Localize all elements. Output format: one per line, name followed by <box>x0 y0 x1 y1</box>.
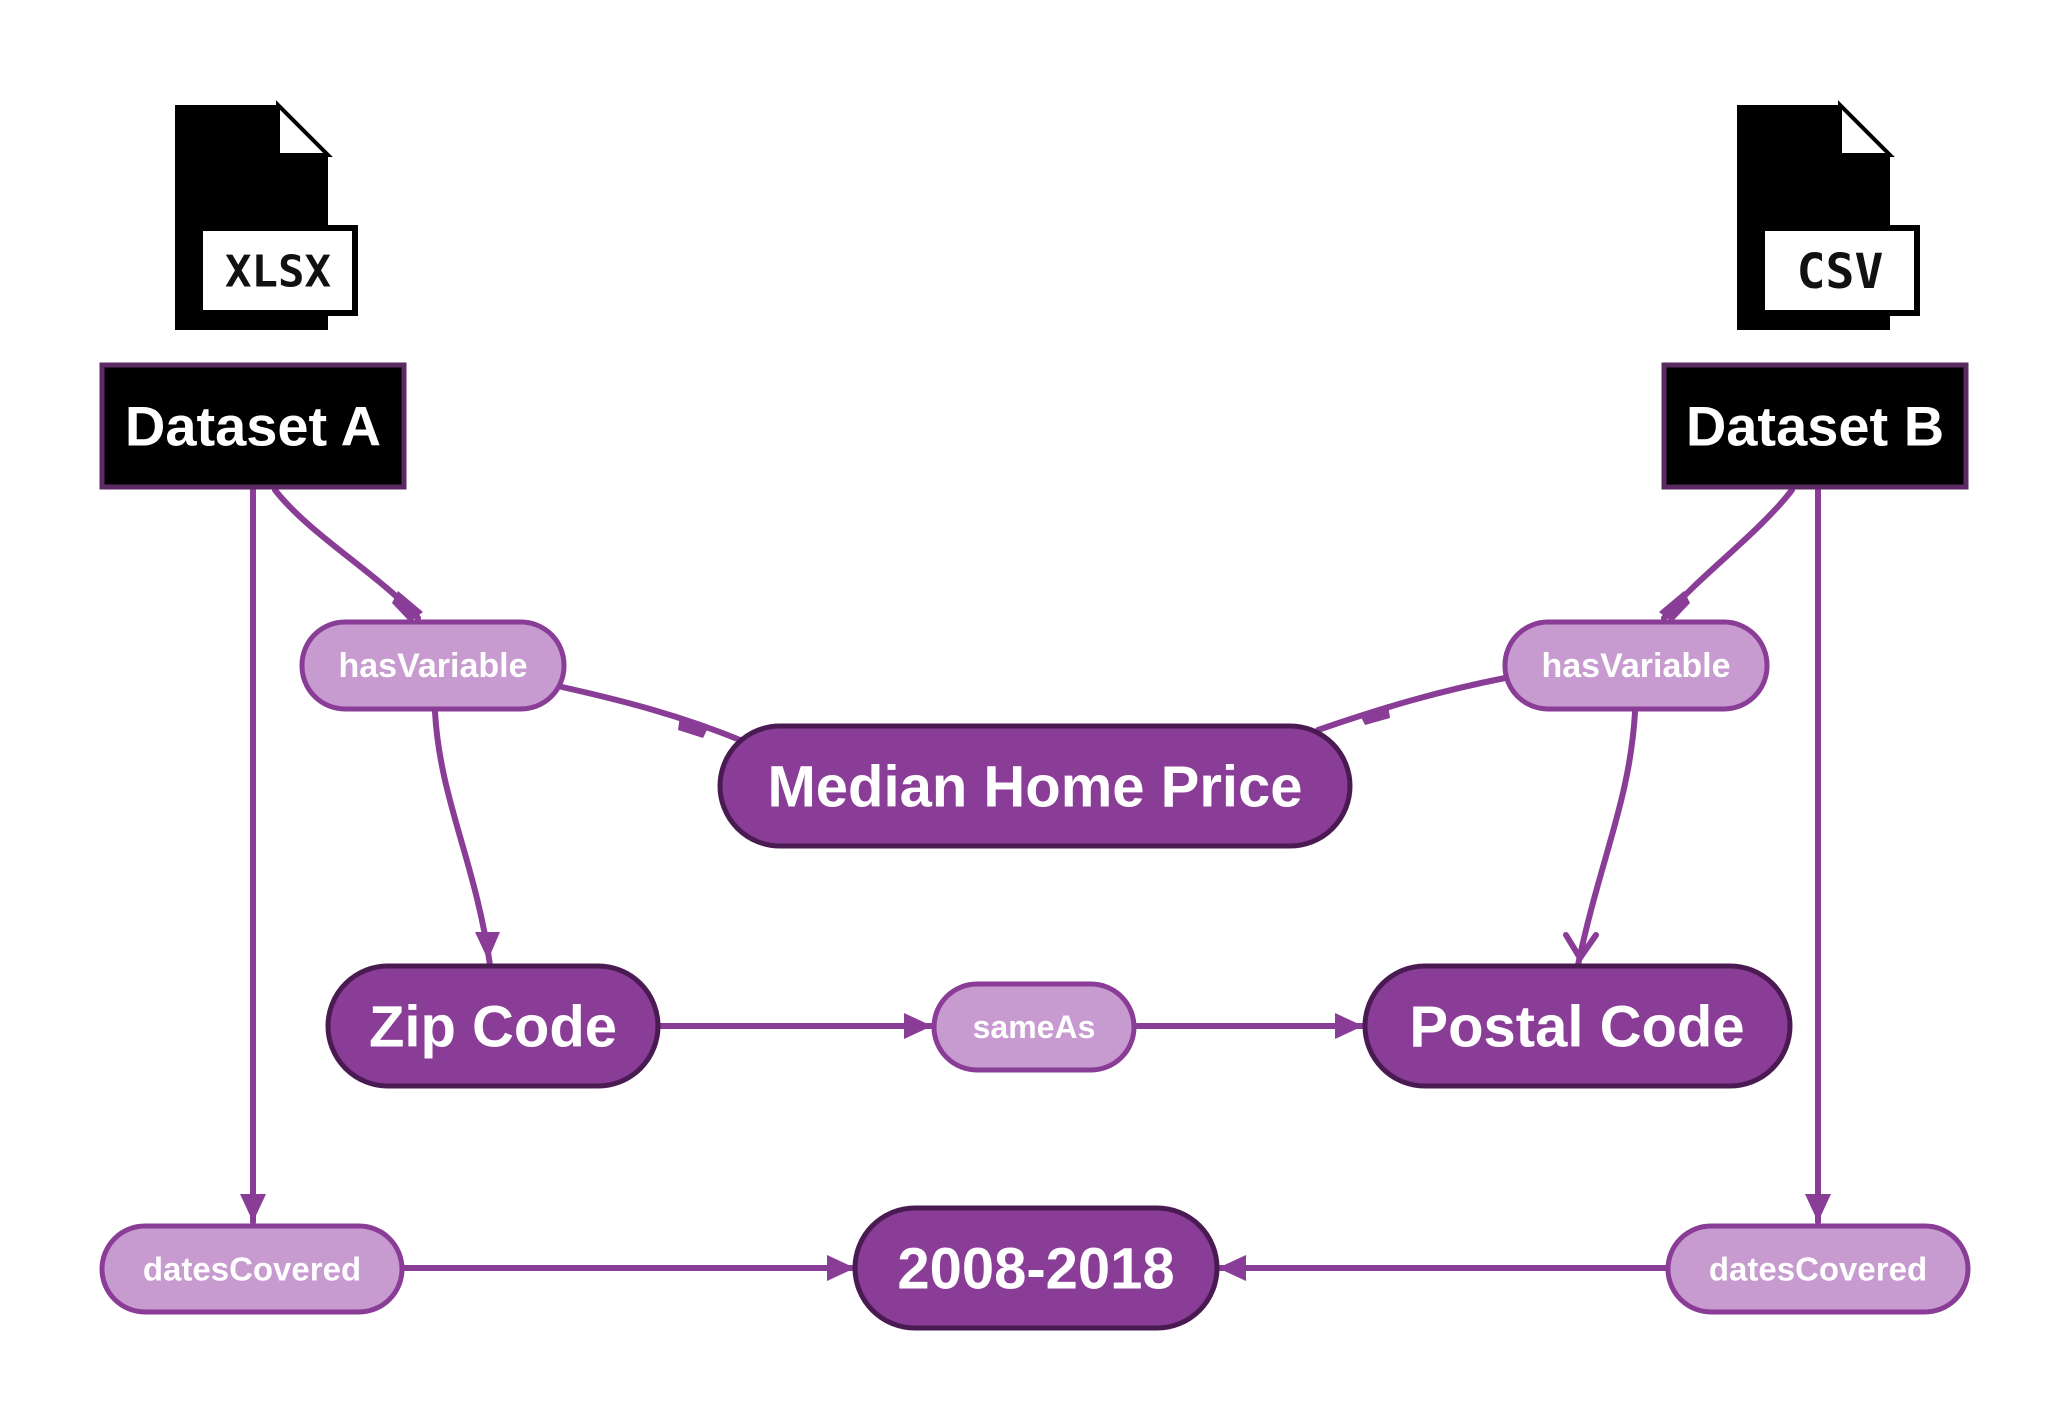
arrowhead <box>678 716 708 738</box>
arrowhead <box>240 1194 266 1222</box>
relation-hasvariable-b[interactable]: hasVariable <box>1502 619 1770 712</box>
entity-median-home-price[interactable]: Median Home Price <box>717 723 1353 849</box>
entity-zip-code[interactable]: Zip Code <box>325 963 661 1089</box>
csv-file-icon: CSV <box>1737 100 1920 330</box>
relation-label: datesCovered <box>143 1251 361 1288</box>
dataset-b-label: Dataset B <box>1686 395 1944 458</box>
csv-file-label: CSV <box>1797 244 1884 300</box>
xlsx-file-label: XLSX <box>225 247 331 298</box>
arrowhead <box>1335 1013 1363 1039</box>
arrowhead <box>904 1013 932 1039</box>
arrowhead <box>1805 1194 1831 1222</box>
edge-hasvariable-a-to-zip-code <box>432 709 493 968</box>
xlsx-file-icon: XLSX <box>175 100 358 330</box>
arrowhead <box>827 1255 855 1281</box>
relation-datescovered-a[interactable]: datesCovered <box>99 1223 405 1315</box>
entity-postal-code[interactable]: Postal Code <box>1362 963 1793 1089</box>
relation-datescovered-b[interactable]: datesCovered <box>1665 1223 1971 1315</box>
entity-years[interactable]: 2008-2018 <box>852 1205 1220 1331</box>
relation-hasvariable-a[interactable]: hasVariable <box>299 619 567 712</box>
relation-label: hasVariable <box>1541 647 1730 685</box>
entity-label: 2008-2018 <box>897 1237 1174 1302</box>
dataset-b-node[interactable]: Dataset B <box>1661 362 1969 490</box>
relation-label: datesCovered <box>1709 1251 1927 1288</box>
relation-label: sameAs <box>973 1009 1096 1045</box>
dataset-a-label: Dataset A <box>125 395 381 458</box>
entity-label: Median Home Price <box>767 755 1302 820</box>
entity-label: Postal Code <box>1409 995 1744 1060</box>
arrowhead <box>1563 932 1599 964</box>
dataset-a-node[interactable]: Dataset A <box>99 362 407 490</box>
edge-hasvariable-a-to-median-home-price <box>559 684 748 745</box>
arrowhead <box>1360 704 1390 725</box>
entity-label: Zip Code <box>369 995 617 1060</box>
arrowhead <box>1659 591 1690 622</box>
arrowhead <box>1218 1255 1246 1281</box>
edge-hasvariable-b-to-median-home-price <box>1315 675 1508 733</box>
arrowhead <box>392 591 423 622</box>
relation-label: hasVariable <box>338 647 527 685</box>
edge-hasvariable-b-to-postal-code <box>1575 709 1638 968</box>
arrowhead <box>475 932 500 960</box>
relation-sameas[interactable]: sameAs <box>931 981 1137 1073</box>
edges <box>240 487 1831 1281</box>
